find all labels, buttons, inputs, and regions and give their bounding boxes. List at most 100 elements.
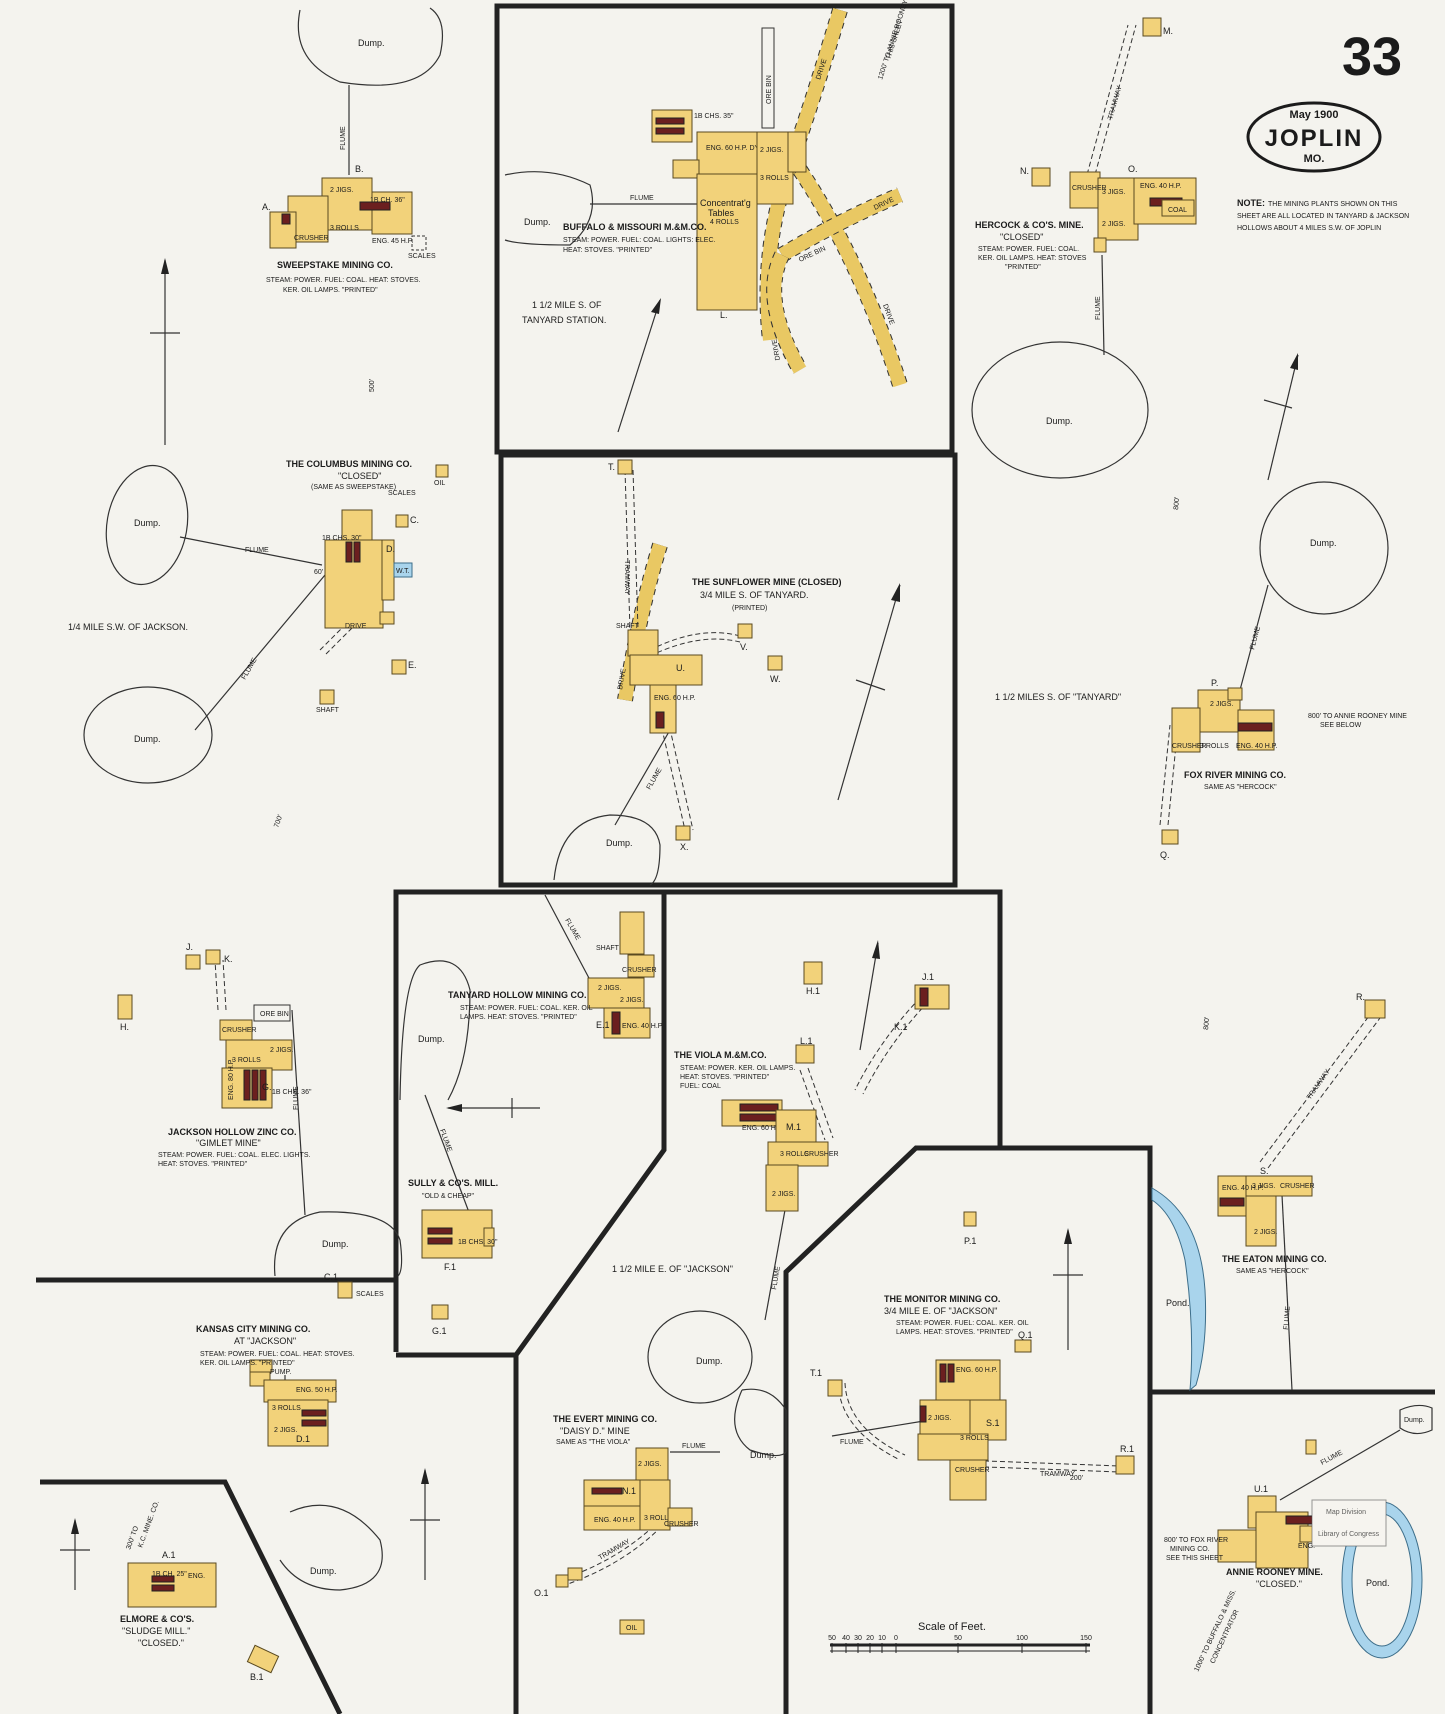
svg-text:Map Division: Map Division	[1326, 1509, 1366, 1516]
svg-text:2 JIGS.: 2 JIGS.	[330, 187, 353, 194]
svg-text:1 1/2 MILE S. OF: 1 1/2 MILE S. OF	[532, 300, 602, 310]
svg-text:Q.1: Q.1	[1018, 1330, 1033, 1340]
dump-outline	[734, 1388, 787, 1457]
svg-text:SEE BELOW: SEE BELOW	[1320, 722, 1362, 729]
svg-text:O.: O.	[1128, 164, 1138, 174]
eaton-plant: R. 3 JIGS. CRUSHER 2 JIGS. ENG. 40 H.P. …	[1217, 992, 1386, 1275]
svg-text:CRUSHER: CRUSHER	[294, 235, 329, 242]
svg-text:"GIMLET MINE": "GIMLET MINE"	[196, 1138, 261, 1148]
svg-text:A.: A.	[262, 202, 271, 212]
svg-text:ENG. 40 H.P.: ENG. 40 H.P.	[1236, 743, 1278, 750]
scale-tick-label: 150	[1080, 1635, 1092, 1642]
flume-line	[614, 729, 671, 826]
svg-text:"DAISY D." MINE: "DAISY D." MINE	[560, 1426, 630, 1436]
flume-label: FLUME	[340, 126, 347, 150]
svg-text:"PRINTED": "PRINTED"	[1005, 264, 1041, 271]
hercock-name: HERCOCK & CO'S. MINE.	[975, 220, 1084, 230]
note-line-1: THE MINING PLANTS SHOWN ON THIS	[1268, 201, 1398, 208]
flume-label: FLUME	[1283, 1306, 1292, 1331]
svg-text:STEAM: POWER. FUEL: COAL. KER.: STEAM: POWER. FUEL: COAL. KER. OIL	[896, 1320, 1029, 1327]
note-label: NOTE:	[1237, 198, 1265, 208]
dumps: Dump. Dump. Dump. Dump. Dump. Dump. Dump…	[83, 7, 1433, 1591]
svg-text:STEAM: POWER. FUEL: COAL. HEAT: STEAM: POWER. FUEL: COAL. HEAT: STOVES.	[266, 277, 421, 284]
flume-line	[1101, 254, 1105, 356]
svg-text:ENG. 50 H.P.: ENG. 50 H.P.	[296, 1387, 338, 1394]
svg-text:G.1: G.1	[432, 1326, 447, 1336]
flume-label: FLUME	[840, 1439, 864, 1446]
svg-text:1B CHS. 35": 1B CHS. 35"	[694, 113, 734, 120]
svg-text:SAME AS "THE VIOLA": SAME AS "THE VIOLA"	[556, 1439, 631, 1446]
sweepstake-plant: 2 JIGS. 3 ROLLS CRUSHER ENG. 45 H.P. 1B …	[262, 164, 436, 392]
dump-label: Dump.	[1310, 538, 1337, 548]
dump-label: Dump.	[310, 1566, 337, 1576]
svg-text:2 JIGS.: 2 JIGS.	[598, 985, 621, 992]
svg-text:ENG. 60 H.P.: ENG. 60 H.P.	[654, 695, 696, 702]
svg-text:D.: D.	[386, 544, 395, 554]
svg-text:2 JIGS.: 2 JIGS.	[928, 1415, 951, 1422]
drive-road	[618, 542, 667, 702]
pond-shape	[1151, 1187, 1207, 1392]
north-arrows	[60, 258, 1299, 1590]
library-stamp	[1311, 1499, 1387, 1547]
ore-bin-label: ORE BIN	[766, 75, 773, 104]
svg-text:800': 800'	[1203, 1017, 1211, 1031]
svg-text:TANYARD STATION.: TANYARD STATION.	[522, 315, 606, 325]
svg-text:3 ROLLS: 3 ROLLS	[644, 1515, 673, 1522]
north-arrow	[617, 299, 661, 433]
dump-outline	[553, 814, 661, 886]
drive-road	[794, 166, 907, 388]
svg-text:STEAM: POWER. FUEL: COAL. KER.: STEAM: POWER. FUEL: COAL. KER. OIL	[460, 1005, 593, 1012]
svg-text:OIL: OIL	[434, 480, 445, 487]
svg-text:800' TO ANNIE ROONEY MINE: 800' TO ANNIE ROONEY MINE	[1308, 713, 1407, 720]
svg-text:"CLOSED": "CLOSED"	[338, 471, 381, 481]
sweepstake-name: SWEEPSTAKE MINING CO.	[277, 260, 393, 270]
svg-text:G.: G.	[262, 1082, 272, 1092]
svg-text:AT "JACKSON": AT "JACKSON"	[234, 1336, 296, 1346]
svg-text:Q.: Q.	[1160, 850, 1170, 860]
svg-text:STEAM: POWER. KER. OIL LAMPS.: STEAM: POWER. KER. OIL LAMPS.	[680, 1065, 795, 1072]
svg-text:CRUSHER: CRUSHER	[222, 1027, 257, 1034]
svg-text:1B CH. 25": 1B CH. 25"	[152, 1571, 187, 1578]
svg-text:L.: L.	[720, 310, 728, 320]
fox-river-name: FOX RIVER MINING CO.	[1184, 770, 1286, 780]
north-arrow	[859, 942, 879, 1051]
svg-text:F.1: F.1	[444, 1262, 456, 1272]
svg-text:S.1: S.1	[986, 1418, 1000, 1428]
buffalo-plant: 1B CHS. 35" ENG. 60 H.P. DYNAMO 2 JIGS. …	[522, 109, 807, 325]
svg-text:P.1: P.1	[964, 1236, 976, 1246]
svg-text:ENG. 40 H.P.: ENG. 40 H.P.	[594, 1517, 636, 1524]
drive-label: DRIVE	[617, 668, 628, 691]
title-oval	[1246, 101, 1382, 173]
flume-line	[194, 574, 326, 731]
svg-text:LAMPS. HEAT: STOVES. "PRINTED": LAMPS. HEAT: STOVES. "PRINTED"	[896, 1329, 1013, 1336]
dump-label: Dump.	[134, 518, 161, 528]
north-arrow	[1267, 354, 1299, 481]
svg-text:800': 800'	[1173, 497, 1181, 511]
sunflower-plant: T. ENG. 60 H.P. U. V. W. X. SHAFT THE SU…	[608, 459, 842, 852]
svg-text:SEE THIS SHEET: SEE THIS SHEET	[1166, 1555, 1224, 1562]
dump-outline	[279, 1504, 383, 1591]
tanyard-hollow-plant: SHAFT CRUSHER 2 JIGS. 2 JIGS. ENG. 40 H.…	[448, 911, 664, 1039]
svg-text:W.T.: W.T.	[396, 568, 410, 575]
svg-text:COAL: COAL	[1168, 207, 1187, 214]
jackson-sw-label: 1/4 MILE S.W. OF JACKSON.	[68, 622, 188, 632]
scale-tick-label: 10	[878, 1635, 886, 1642]
svg-text:H.1: H.1	[806, 986, 820, 996]
svg-text:3 ROLLS: 3 ROLLS	[330, 225, 359, 232]
monitor-plant: P.1 ENG. 60 H.P. 2 JIGS. 3 ROLLS CRUSHER…	[810, 1211, 1135, 1501]
svg-text:2 JIGS.: 2 JIGS.	[638, 1461, 661, 1468]
svg-text:HEAT: STOVES. "PRINTED": HEAT: STOVES. "PRINTED"	[563, 247, 653, 254]
svg-text:B.1: B.1	[250, 1672, 264, 1682]
flume-line	[1281, 1194, 1293, 1391]
north-arrow-head	[446, 1104, 462, 1112]
flume-label: FLUME	[245, 547, 269, 554]
jackson-hollow-plant: J. K. H. ORE BIN CRUSHER 2 JIGS. 3 ROLLS…	[117, 942, 312, 1168]
svg-text:S.: S.	[1260, 1166, 1269, 1176]
svg-text:700': 700'	[273, 814, 284, 829]
svg-text:A.1: A.1	[162, 1550, 176, 1560]
svg-text:ENG. 40 H.P.: ENG. 40 H.P.	[1140, 183, 1182, 190]
dump-label: Dump.	[750, 1450, 777, 1460]
svg-text:CRUSHER: CRUSHER	[664, 1521, 699, 1528]
flume-label: FLUME	[1095, 296, 1102, 320]
